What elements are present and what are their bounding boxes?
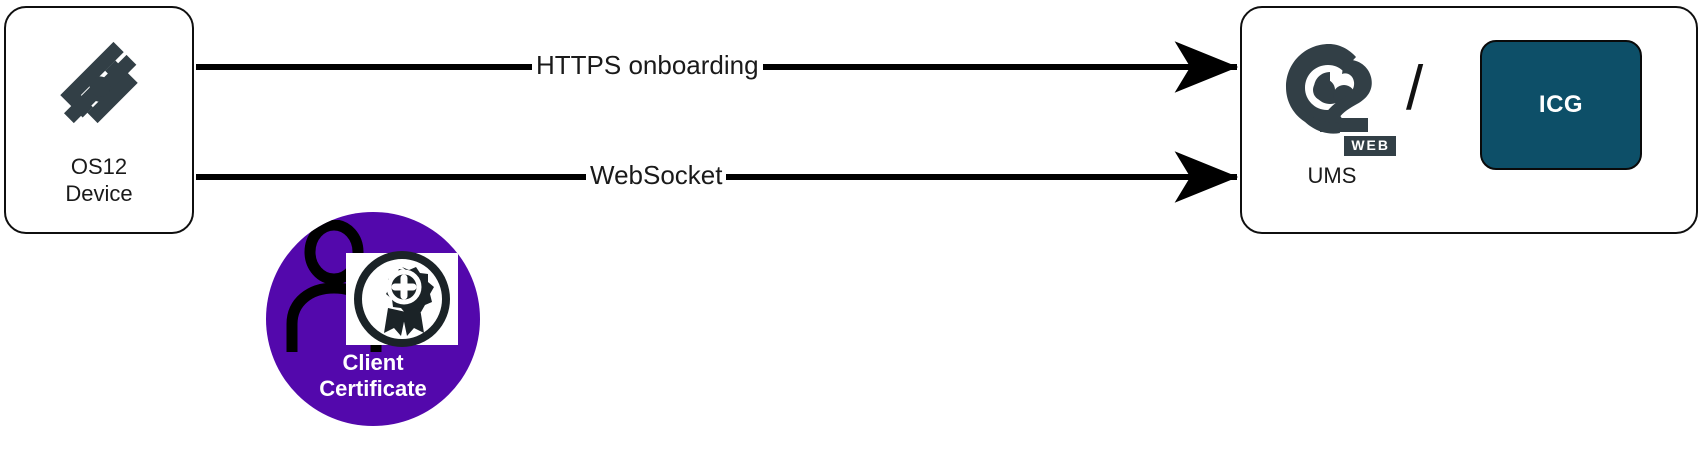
ums-web-badge: WEB (1344, 135, 1396, 156)
node-ums-content: WEB UMS (1252, 18, 1412, 208)
edge-label-https-onboarding: HTTPS onboarding (532, 50, 763, 80)
edge-label-websocket: WebSocket (586, 160, 727, 190)
node-os12-device-content: OS12 Device (4, 6, 194, 234)
user-with-certificate-icon (286, 220, 458, 352)
node-os12-device-label: OS12 Device (65, 154, 133, 206)
ums-brand-logo-icon (1286, 43, 1372, 134)
ums-logo-wrapper: WEB (1272, 38, 1396, 156)
icg-badge[interactable]: ICG (1480, 40, 1642, 170)
client-certificate-badge[interactable]: Client Certificate (266, 212, 480, 426)
ums-icg-separator: / (1406, 54, 1424, 123)
os12-brand-logo-icon (60, 41, 138, 124)
client-certificate-label: Client Certificate (319, 350, 427, 401)
icg-badge-label: ICG (1538, 91, 1584, 118)
node-ums-label: UMS (1307, 162, 1357, 188)
